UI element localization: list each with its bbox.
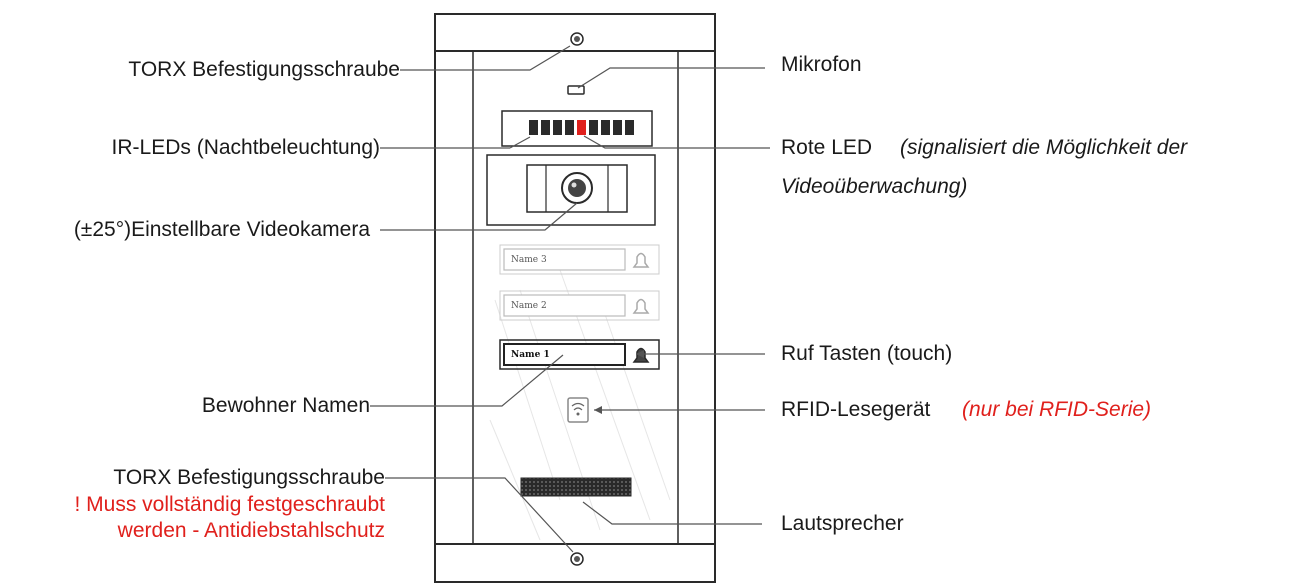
name-tag-2: Name 2 (511, 301, 547, 311)
bell-icon (632, 298, 650, 314)
screw-icon (570, 32, 584, 46)
name-tag-3: Name 3 (511, 255, 547, 265)
bell-icon (632, 252, 650, 268)
label-microphone: Mikrofon (781, 53, 862, 76)
label-call-buttons: Ruf Tasten (touch) (781, 342, 953, 365)
label-resident-names: Bewohner Namen (201, 394, 370, 417)
camera-lens-icon (561, 172, 593, 204)
red-led-indicator (577, 120, 586, 135)
label-torx-warning-1: ! Muss vollständig festgeschraubt (74, 493, 386, 516)
name-plate-3 (503, 248, 626, 271)
label-ir-leds: IR-LEDs (Nachtbeleuchtung) (111, 136, 380, 159)
label-torx-top: TORX Befestigungsschraube (128, 58, 400, 81)
leader-lines (370, 45, 770, 553)
rfid-icon (567, 397, 589, 423)
label-rfid-note: (nur bei RFID-Serie) (962, 398, 1152, 421)
label-torx-bottom: TORX Befestigungsschraube (113, 466, 385, 489)
label-torx-warning-2: werden - Antidiebstahlschutz (117, 519, 385, 542)
label-red-led-note-1: (signalisiert die Möglichkeit der (900, 136, 1188, 159)
label-red-led-note-2: Videoüberwachung) (781, 175, 968, 198)
label-red-led: Rote LED (781, 136, 873, 159)
ir-led-array (529, 120, 634, 135)
microphone-icon (567, 85, 585, 95)
name-tag-1: Name 1 (511, 350, 550, 360)
label-camera: (±25°)Einstellbare Videokamera (73, 218, 370, 241)
screw-icon (570, 552, 584, 566)
label-rfid-reader: RFID-Lesegerät (781, 398, 931, 421)
arrow-heads (594, 350, 644, 414)
label-speaker: Lautsprecher (781, 512, 904, 535)
speaker-grille-icon (520, 477, 632, 497)
name-plate-1 (503, 343, 626, 366)
name-plate-2 (503, 294, 626, 317)
